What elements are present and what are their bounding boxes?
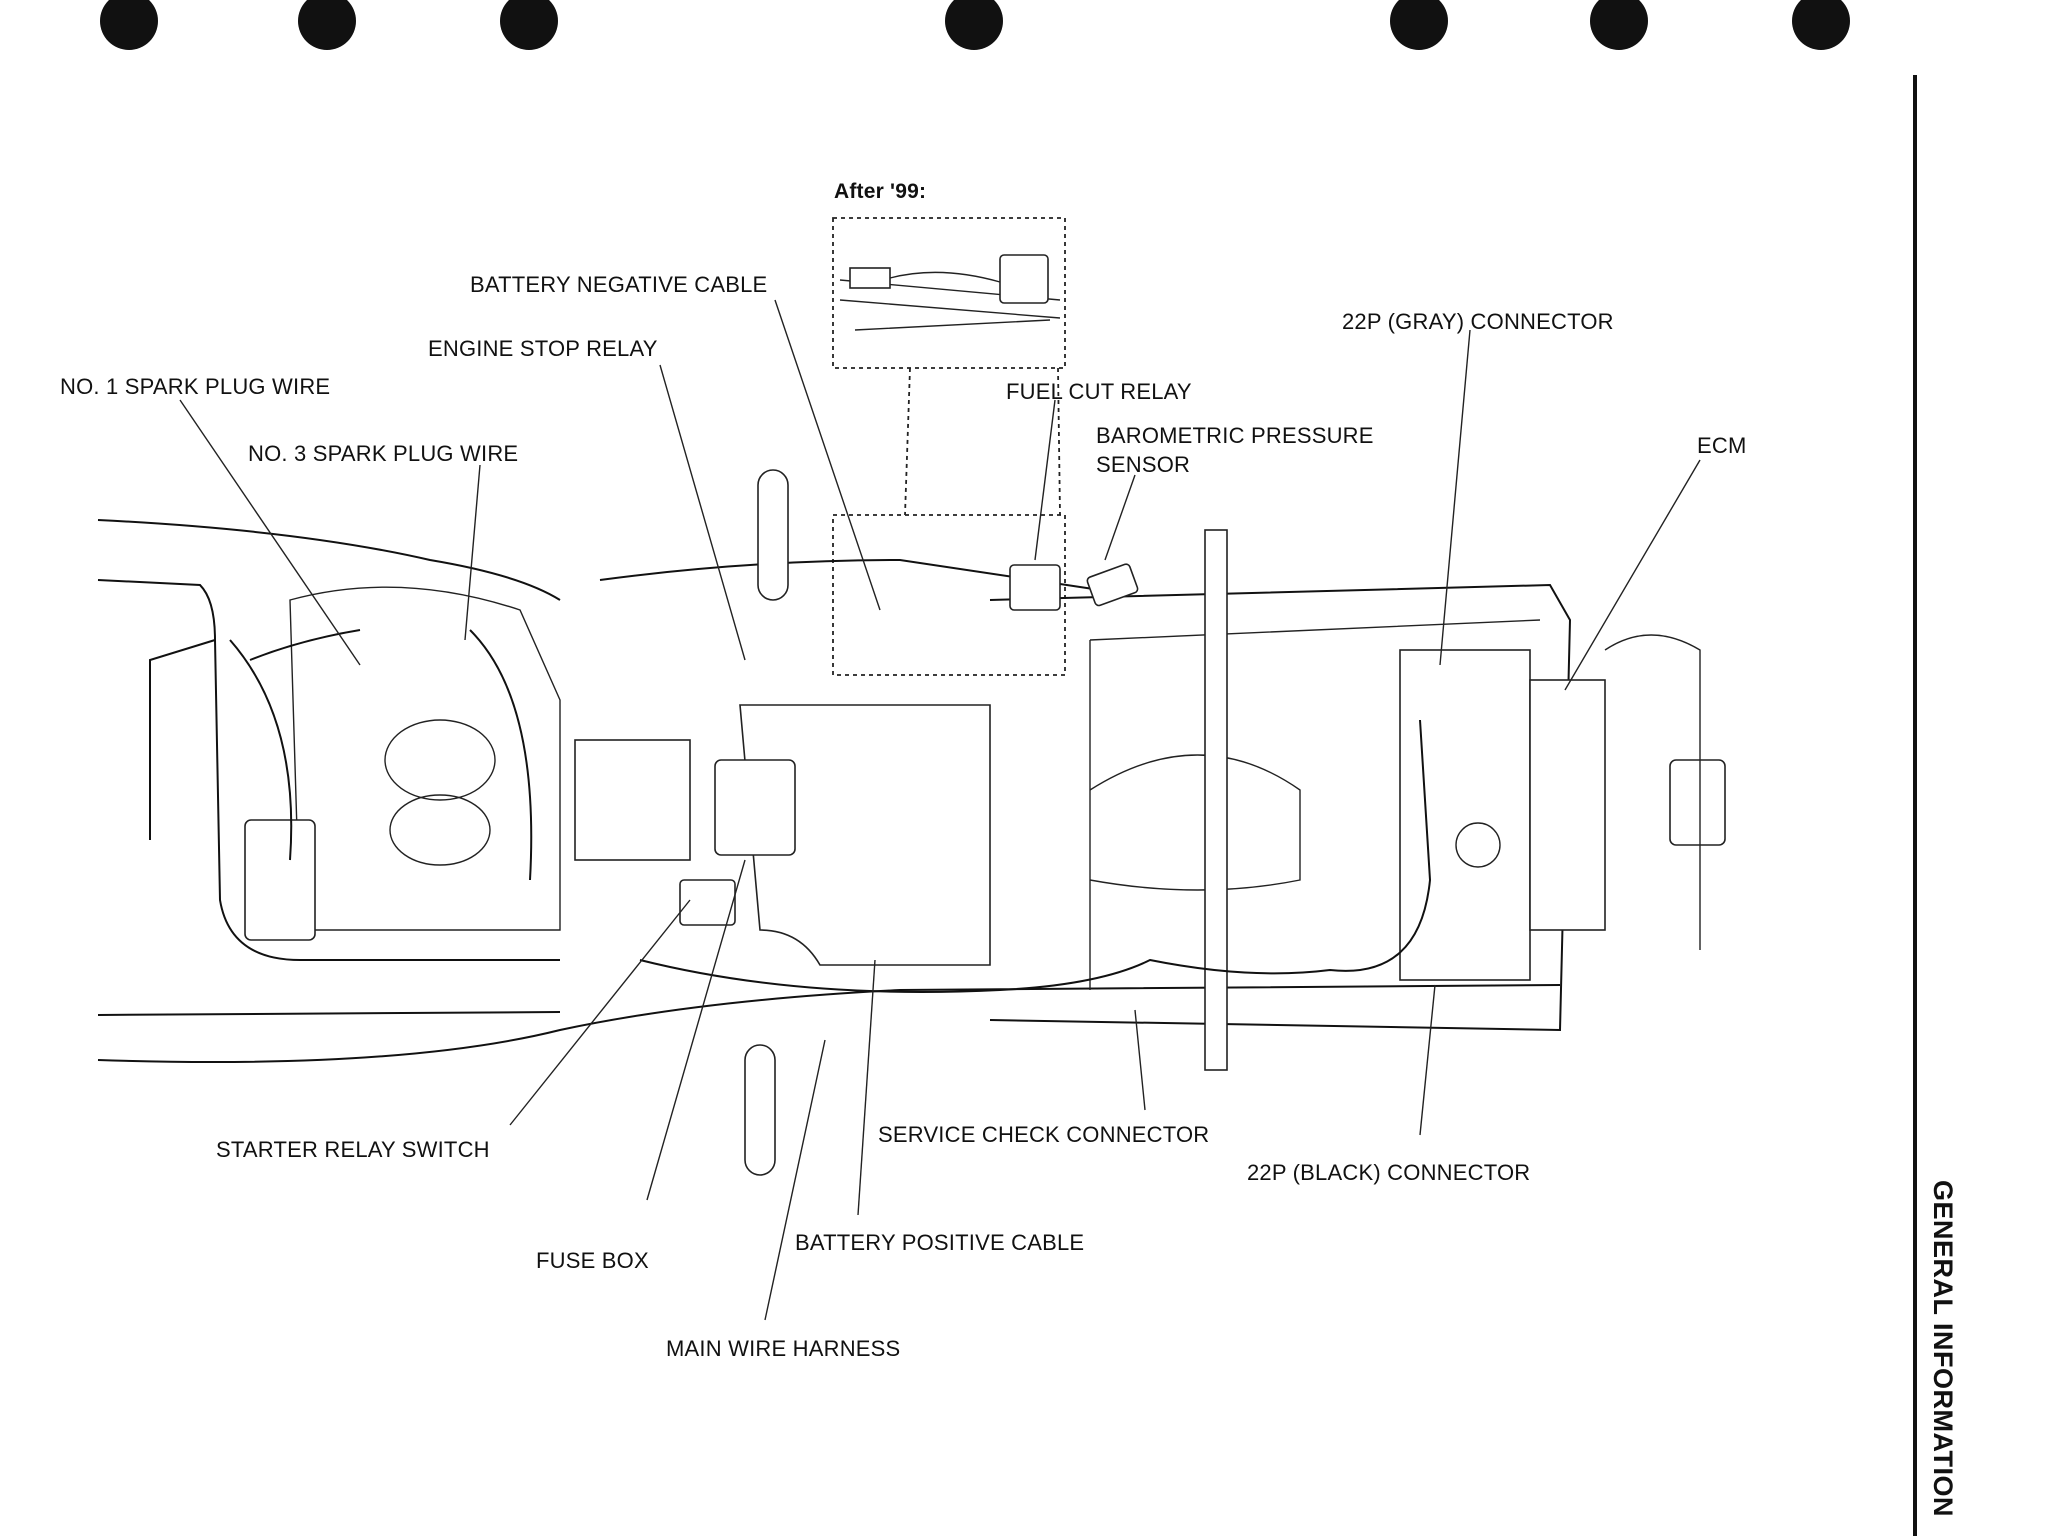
rear-frame: [989, 529, 1606, 1071]
barometric-sensor-label: SENSOR: [1096, 452, 1191, 477]
binder-hole: [100, 0, 158, 50]
main-harness-line: [639, 719, 1432, 993]
binder-hole: [500, 0, 558, 50]
fuel-cut-relay-part: [1009, 564, 1061, 611]
binder-hole: [1390, 0, 1448, 50]
margin-rule: [1913, 75, 1917, 1536]
service-check-connector-label: SERVICE CHECK CONNECTOR: [878, 1122, 1210, 1147]
battery-negative-cable-label: BATTERY NEGATIVE CABLE: [470, 272, 768, 297]
fuel-cut-relay-label: FUEL CUT RELAY: [1006, 379, 1192, 404]
binder-hole: [1590, 0, 1648, 50]
after-99-label: After '99:: [834, 180, 927, 203]
binder-hole: [945, 0, 1003, 50]
main-wire-harness-label: MAIN WIRE HARNESS: [666, 1336, 901, 1361]
22p-black-connector-label: 22P (BLACK) CONNECTOR: [1247, 1160, 1531, 1185]
binder-hole: [298, 0, 356, 50]
barometric-pressure-label: BAROMETRIC PRESSURE: [1096, 423, 1374, 448]
battery-area: [574, 704, 991, 966]
ecm-label: ECM: [1697, 433, 1747, 458]
inset-guide-lines: [904, 367, 1061, 516]
engine-block: [229, 586, 561, 941]
fuse-box-label: FUSE BOX: [536, 1248, 649, 1273]
22p-gray-connector-label: 22P (GRAY) CONNECTOR: [1342, 309, 1614, 334]
no3-spark-plug-wire-label: NO. 3 SPARK PLUG WIRE: [248, 441, 519, 466]
no1-spark-plug-wire-label: NO. 1 SPARK PLUG WIRE: [60, 374, 331, 399]
detail-highlight-frame: [832, 514, 1066, 676]
handlebar-grip: [744, 1044, 776, 1176]
starter-relay-switch-label: STARTER RELAY SWITCH: [216, 1137, 490, 1162]
rear-wiring: [1604, 634, 1701, 950]
engine-stop-relay-label: ENGINE STOP RELAY: [428, 336, 658, 361]
frame-outline: [97, 519, 1561, 1063]
binder-hole: [1792, 0, 1850, 50]
barometric-sensor-part: [1086, 563, 1139, 607]
after-99-inset-detail: [839, 254, 1061, 331]
tail-component: [1669, 759, 1726, 846]
leader-lines: [179, 299, 1701, 1321]
after-99-inset-frame: [832, 217, 1066, 369]
handlebar-grip: [757, 469, 789, 601]
battery-positive-cable-label: BATTERY POSITIVE CABLE: [795, 1230, 1085, 1255]
